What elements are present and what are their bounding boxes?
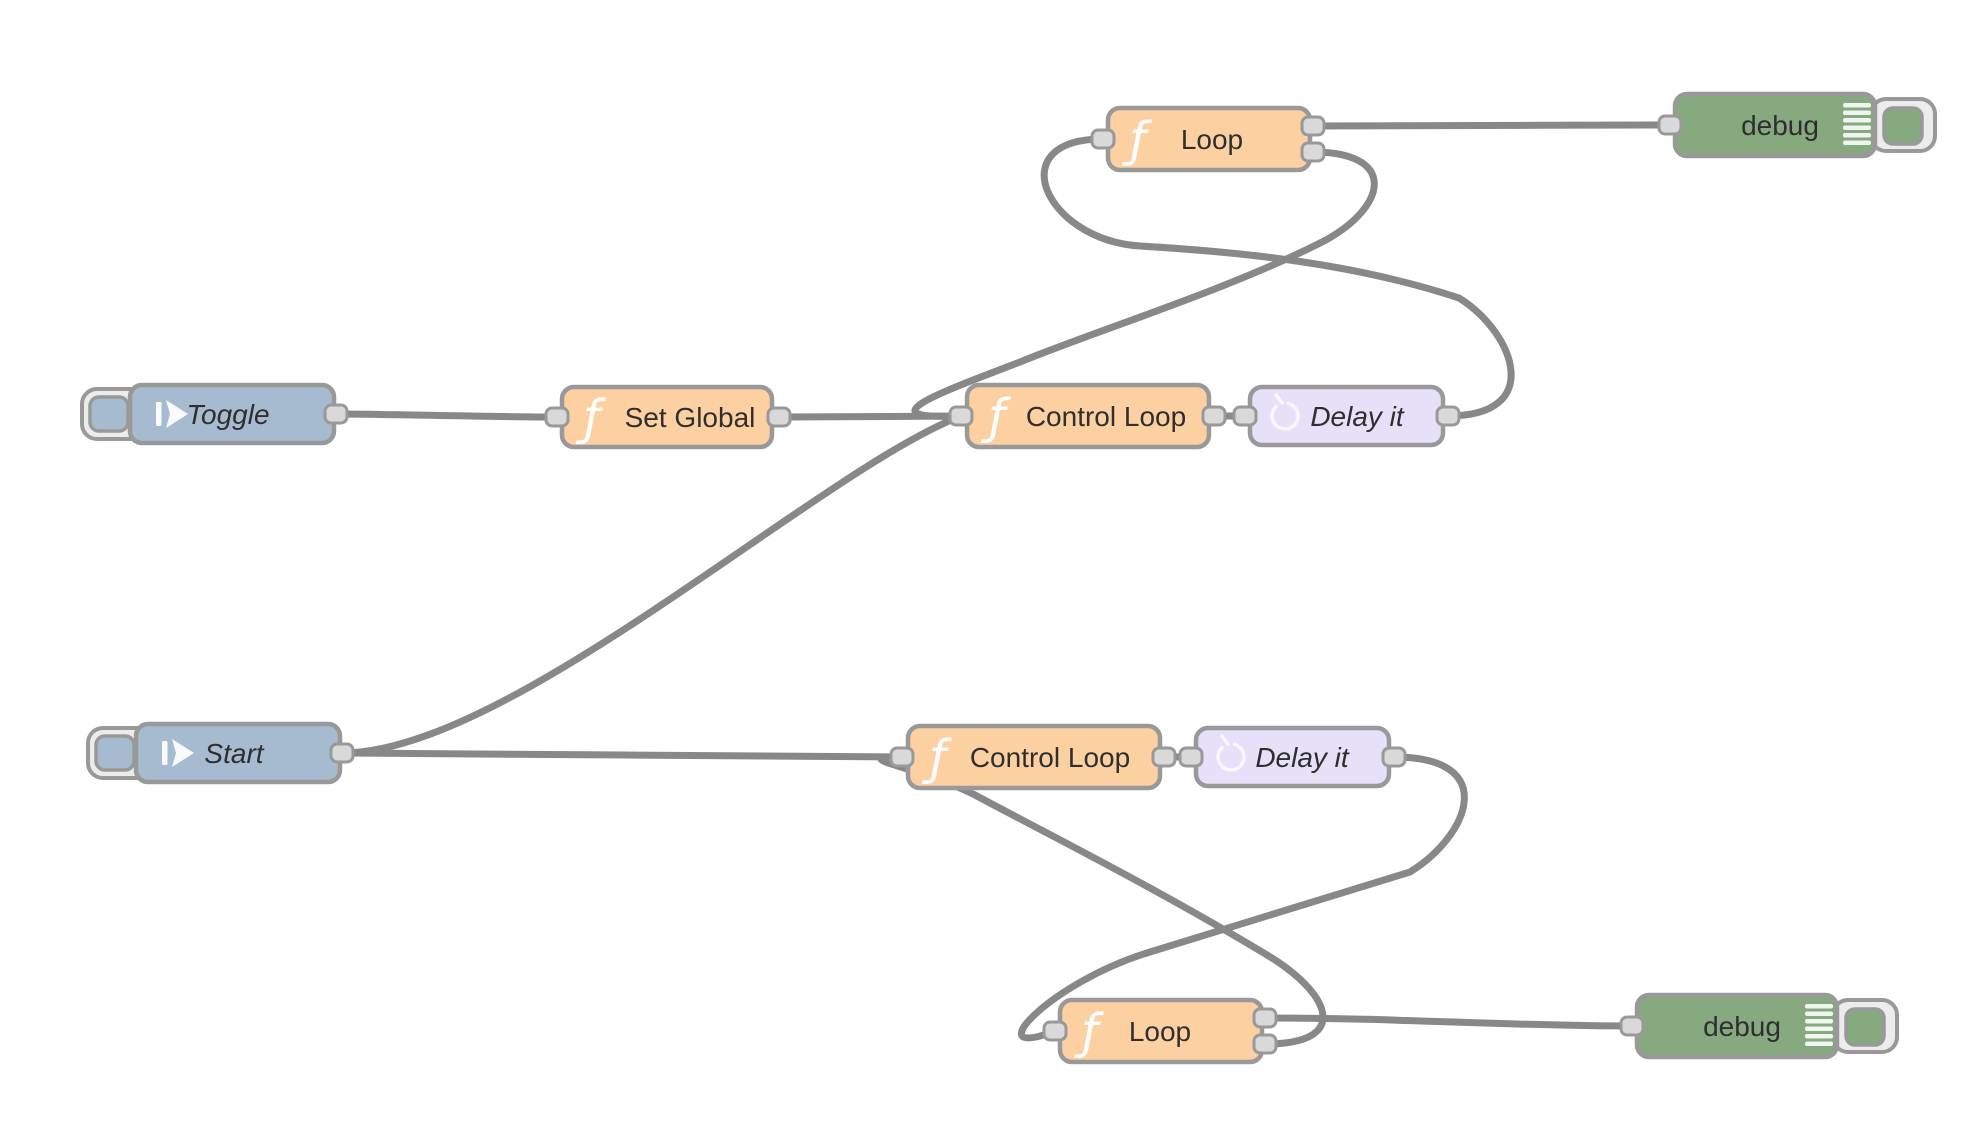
port-output2-loop-top[interactable] — [1300, 141, 1326, 163]
port-output-toggle[interactable] — [323, 403, 349, 425]
node-delay-top: Delay it — [1232, 384, 1461, 448]
node-delay-bottom: Delay it — [1178, 725, 1407, 789]
port-input-debug-top[interactable] — [1657, 114, 1683, 136]
port-input-loop-top[interactable] — [1090, 128, 1116, 150]
debug-toggle-button-pad[interactable] — [1844, 1007, 1886, 1047]
port-output1-loop-bottom[interactable] — [1252, 1007, 1278, 1029]
port-output-control-loop-bottom[interactable] — [1151, 746, 1177, 768]
port-output1-loop-top[interactable] — [1300, 115, 1326, 137]
wire-delay-bottom-to-loop-bottom[interactable] — [1017, 753, 1468, 1042]
node-set-global: ƒ Set Global — [544, 384, 792, 450]
port-input-control-loop-top[interactable] — [948, 405, 974, 427]
debug-lines-icon — [1805, 1004, 1833, 1046]
node-label-start: Start — [204, 738, 264, 769]
wire-start-to-controlloop-bottom[interactable] — [338, 749, 907, 761]
port-input-control-loop-bottom[interactable] — [889, 746, 915, 768]
wire-toggle-to-setglobal[interactable] — [332, 410, 561, 421]
node-label-loop-top: Loop — [1181, 124, 1243, 155]
node-debug-top: debug — [1657, 91, 1937, 159]
port-input-loop-bottom[interactable] — [1042, 1020, 1068, 1042]
node-label-delay-bottom: Delay it — [1255, 742, 1350, 773]
node-debug-bottom: debug — [1619, 992, 1899, 1060]
node-start: Start — [86, 721, 355, 785]
wire-loop-top-to-debug-top[interactable] — [1309, 121, 1674, 130]
node-control-loop-bottom: ƒ Control Loop — [889, 723, 1177, 791]
port-output-start[interactable] — [329, 742, 355, 764]
node-loop-bottom: ƒ Loop — [1042, 997, 1278, 1065]
node-label-control-loop-bottom: Control Loop — [970, 742, 1130, 773]
node-label-set-global: Set Global — [625, 402, 756, 433]
port-output-delay-top[interactable] — [1435, 405, 1461, 427]
inject-arrow-icon — [156, 400, 188, 428]
port-input-delay-bottom[interactable] — [1178, 746, 1204, 768]
port-input-debug-bottom[interactable] — [1619, 1015, 1645, 1037]
timer-icon — [1270, 393, 1300, 431]
port-input-set-global[interactable] — [544, 406, 570, 428]
node-control-loop-top: ƒ Control Loop — [948, 382, 1227, 450]
inject-arrow-icon — [162, 739, 194, 767]
debug-toggle-button-pad[interactable] — [1882, 106, 1924, 146]
node-label-delay-top: Delay it — [1310, 401, 1405, 432]
node-label-debug-top: debug — [1741, 110, 1819, 141]
node-label-debug-bottom: debug — [1703, 1011, 1781, 1042]
debug-lines-icon — [1843, 103, 1871, 145]
node-label-toggle: Toggle — [186, 399, 269, 430]
wire-loop-bottom-to-debug-bottom[interactable] — [1261, 1014, 1636, 1030]
wire-start-to-controlloop-top[interactable] — [338, 412, 965, 757]
node-loop-top: ƒ Loop — [1090, 105, 1326, 173]
node-toggle: Toggle — [80, 382, 349, 446]
wire-loop-top-to-controlloop-top[interactable] — [911, 148, 1378, 420]
port-output-control-loop-top[interactable] — [1201, 405, 1227, 427]
inject-button-pad[interactable] — [88, 395, 130, 433]
port-output-delay-bottom[interactable] — [1381, 746, 1407, 768]
port-output2-loop-bottom[interactable] — [1252, 1033, 1278, 1055]
node-label-control-loop-top: Control Loop — [1026, 401, 1186, 432]
wire-loop-bottom-to-controlloop-bottom[interactable] — [877, 753, 1327, 1048]
node-label-loop-bottom: Loop — [1129, 1016, 1191, 1047]
port-output-set-global[interactable] — [766, 406, 792, 428]
port-input-delay-top[interactable] — [1232, 405, 1258, 427]
inject-button-pad[interactable] — [94, 734, 136, 772]
timer-icon — [1216, 734, 1246, 772]
